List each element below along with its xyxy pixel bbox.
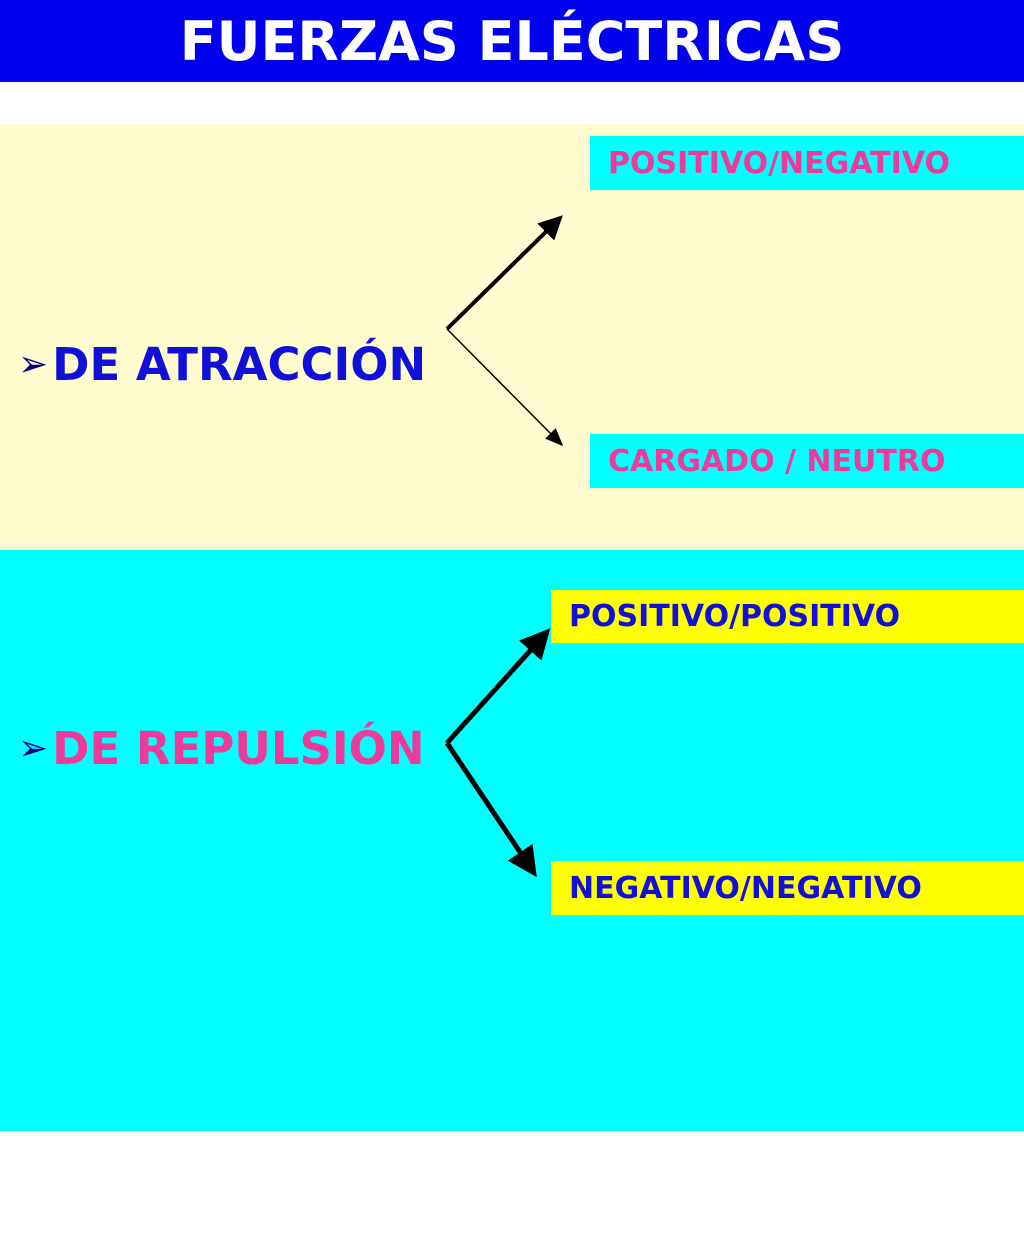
page-title: FUERZAS ELÉCTRICAS xyxy=(179,9,845,73)
attraction-item-label: POSITIVO/NEGATIVO xyxy=(608,145,950,181)
attraction-label: DE ATRACCIÓN xyxy=(52,338,427,391)
attraction-item-charged-neutral: CARGADO / NEUTRO xyxy=(590,434,1024,488)
attraction-category: ➢ DE ATRACCIÓN xyxy=(18,338,426,391)
repulsion-label: DE REPULSIÓN xyxy=(52,722,425,775)
repulsion-category: ➢ DE REPULSIÓN xyxy=(18,722,425,775)
arrowhead-bullet-icon: ➢ xyxy=(18,344,49,385)
repulsion-item-negative-negative: NEGATIVO/NEGATIVO xyxy=(551,861,1024,915)
title-bar: FUERZAS ELÉCTRICAS xyxy=(0,0,1024,82)
repulsion-item-label: POSITIVO/POSITIVO xyxy=(569,599,901,634)
repulsion-item-label: NEGATIVO/NEGATIVO xyxy=(569,870,922,906)
attraction-item-positive-negative: POSITIVO/NEGATIVO xyxy=(590,136,1024,190)
arrowhead-bullet-icon: ➢ xyxy=(18,728,49,769)
repulsion-item-positive-positive: POSITIVO/POSITIVO xyxy=(551,590,1024,643)
attraction-item-label: CARGADO / NEUTRO xyxy=(608,443,946,479)
